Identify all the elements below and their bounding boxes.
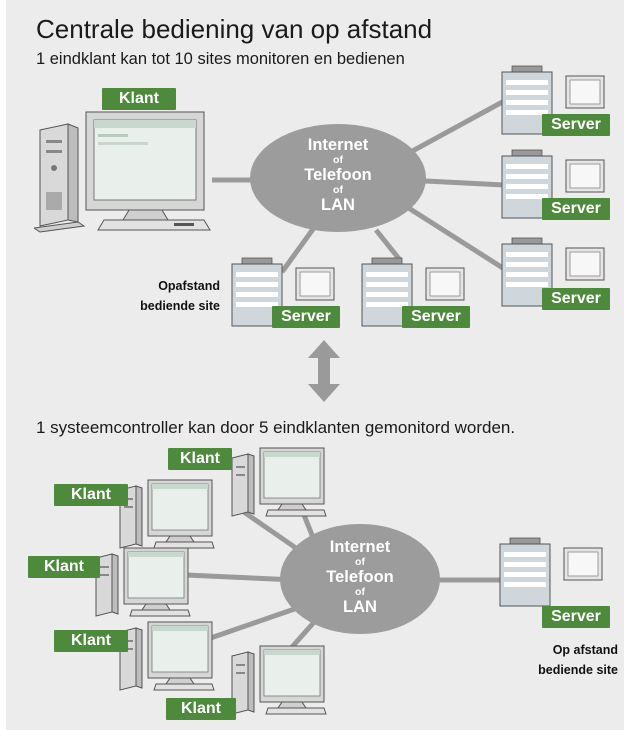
- network-telefoon-label: Telefoon: [326, 568, 394, 586]
- client-tag: Klant: [54, 630, 128, 652]
- client-computer-icon: [34, 111, 211, 233]
- client-tag: Klant: [102, 88, 176, 110]
- server-tag: Server: [542, 114, 610, 136]
- remote-site-line2: bediende site: [538, 663, 618, 677]
- bottom-subtitle: 1 systeemcontroller kan door 5 eindklant…: [36, 418, 516, 437]
- network-of-label: of: [333, 154, 343, 166]
- server-tag: Server: [272, 306, 340, 328]
- network-of-label: of: [333, 184, 343, 196]
- client-computer-icon: [119, 479, 215, 549]
- server-icon: [361, 257, 465, 327]
- server-tag: Server: [402, 306, 470, 328]
- remote-site-line2: bediende site: [140, 299, 220, 313]
- diagram-frame: Centrale bediening van op afstand 1 eind…: [6, 0, 624, 730]
- network-internet-label: Internet: [307, 136, 369, 154]
- network-lan-label: LAN: [343, 598, 377, 616]
- double-arrow-icon: [308, 340, 340, 402]
- remote-site-label: Opafstand bediende site: [110, 276, 220, 316]
- network-of-label: of: [355, 586, 365, 598]
- remote-site-line1: Op afstand: [552, 643, 618, 657]
- client-computer-icon: [95, 547, 191, 617]
- network-cloud: Internet of Telefoon of LAN: [280, 524, 440, 634]
- network-telefoon-label: Telefoon: [304, 166, 372, 184]
- server-tag: Server: [542, 198, 610, 220]
- network-lan-label: LAN: [321, 196, 355, 214]
- network-cloud: Internet of Telefoon of LAN: [250, 124, 426, 232]
- server-tag: Server: [542, 288, 610, 310]
- server-icon: [501, 149, 605, 219]
- network-internet-label: Internet: [329, 538, 391, 556]
- server-icon: [501, 65, 605, 135]
- client-tag: Klant: [28, 556, 100, 578]
- client-tag: Klant: [54, 484, 128, 506]
- client-computer-icon: [119, 621, 215, 691]
- server-tag: Server: [542, 606, 610, 628]
- client-tag: Klant: [168, 448, 232, 470]
- top-subtitle: 1 eindklant kan tot 10 sites monitoren e…: [36, 50, 405, 68]
- server-icon: [231, 257, 335, 327]
- remote-site-line1: Opafstand: [158, 279, 220, 293]
- client-computer-icon: [231, 645, 327, 715]
- client-tag: Klant: [166, 698, 236, 720]
- server-icon: [499, 537, 603, 607]
- page-title: Centrale bediening van op afstand: [36, 14, 433, 44]
- remote-site-label: Op afstand bediende site: [502, 640, 618, 680]
- client-computer-icon: [231, 447, 327, 517]
- network-of-label: of: [355, 556, 365, 568]
